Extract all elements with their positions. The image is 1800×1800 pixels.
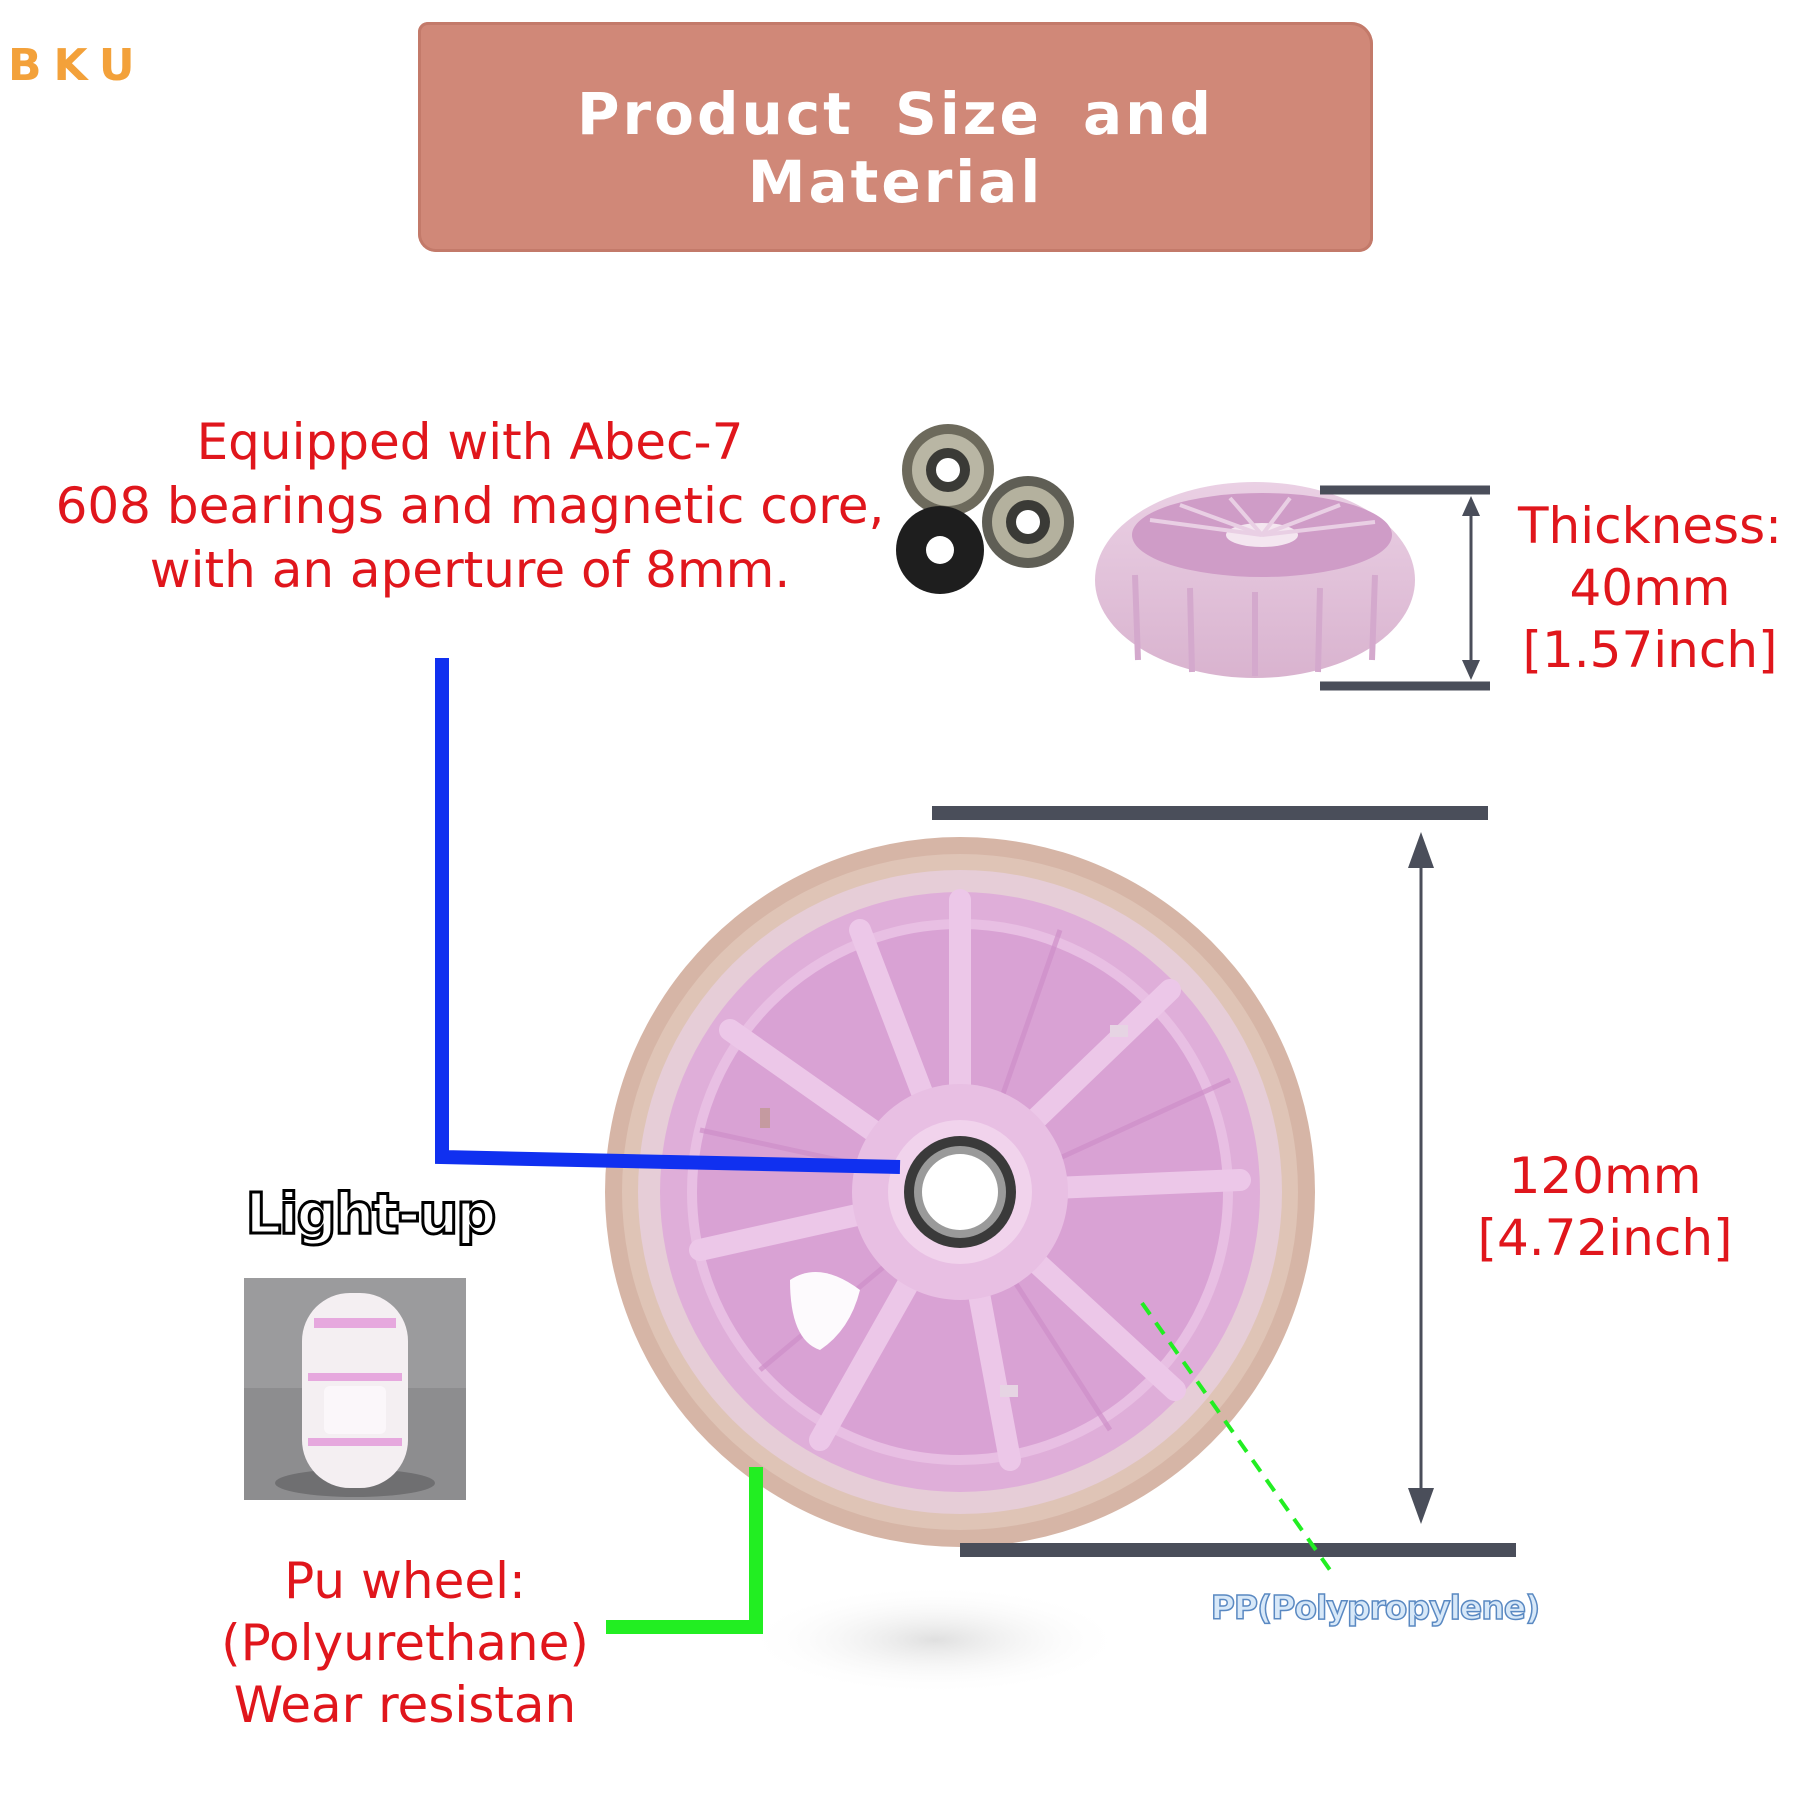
- pp-leader-line: [1140, 1301, 1332, 1572]
- light-up-label: Light-up: [244, 1181, 498, 1249]
- pu-leader-line: [606, 1467, 763, 1634]
- thickness-inch: [1.57inch]: [1522, 621, 1778, 679]
- wheel-front-view: [605, 837, 1315, 1547]
- bearing-leader-line: [435, 658, 901, 1174]
- thickness-label: Thickness:: [1518, 497, 1782, 555]
- bearing-line-2: 608 bearings and magnetic core,: [55, 477, 885, 535]
- wheel-shadow: [745, 1585, 1125, 1695]
- bearings-image: [896, 424, 1074, 594]
- bearing-spacer-black: [896, 506, 984, 594]
- thickness-dimension: [1320, 485, 1490, 691]
- bearing-line-1: Equipped with Abec-7: [196, 413, 744, 471]
- bearing-description: Equipped with Abec-7 608 bearings and ma…: [50, 410, 890, 602]
- title-banner: [418, 22, 1373, 252]
- pu-line-2: (Polyurethane): [221, 1614, 589, 1672]
- pu-line-1: Pu wheel:: [284, 1552, 526, 1610]
- pu-line-3: Wear resistan: [233, 1676, 577, 1734]
- pp-material-label: PP(Polypropylene): [1210, 1587, 1541, 1628]
- bearing-top: [902, 424, 994, 516]
- brand-logo: BKU: [8, 40, 147, 91]
- bearing-line-3: with an aperture of 8mm.: [149, 541, 791, 599]
- bearing-right: [982, 476, 1074, 568]
- thickness-annotation: Thickness: 40mm [1.57inch]: [1500, 495, 1800, 681]
- pu-wheel-annotation: Pu wheel: (Polyurethane) Wear resistan: [195, 1550, 615, 1736]
- light-up-wheel-photo: [244, 1278, 466, 1500]
- diameter-annotation: 120mm [4.72inch]: [1460, 1145, 1750, 1269]
- wheel-side-view: [1095, 482, 1415, 678]
- page-title: Product Size and Material: [577, 80, 1214, 216]
- diameter-dimension: [932, 806, 1516, 1557]
- diameter-mm: 120mm: [1508, 1147, 1702, 1205]
- thickness-mm: 40mm: [1569, 559, 1731, 617]
- diameter-inch: [4.72inch]: [1477, 1209, 1733, 1267]
